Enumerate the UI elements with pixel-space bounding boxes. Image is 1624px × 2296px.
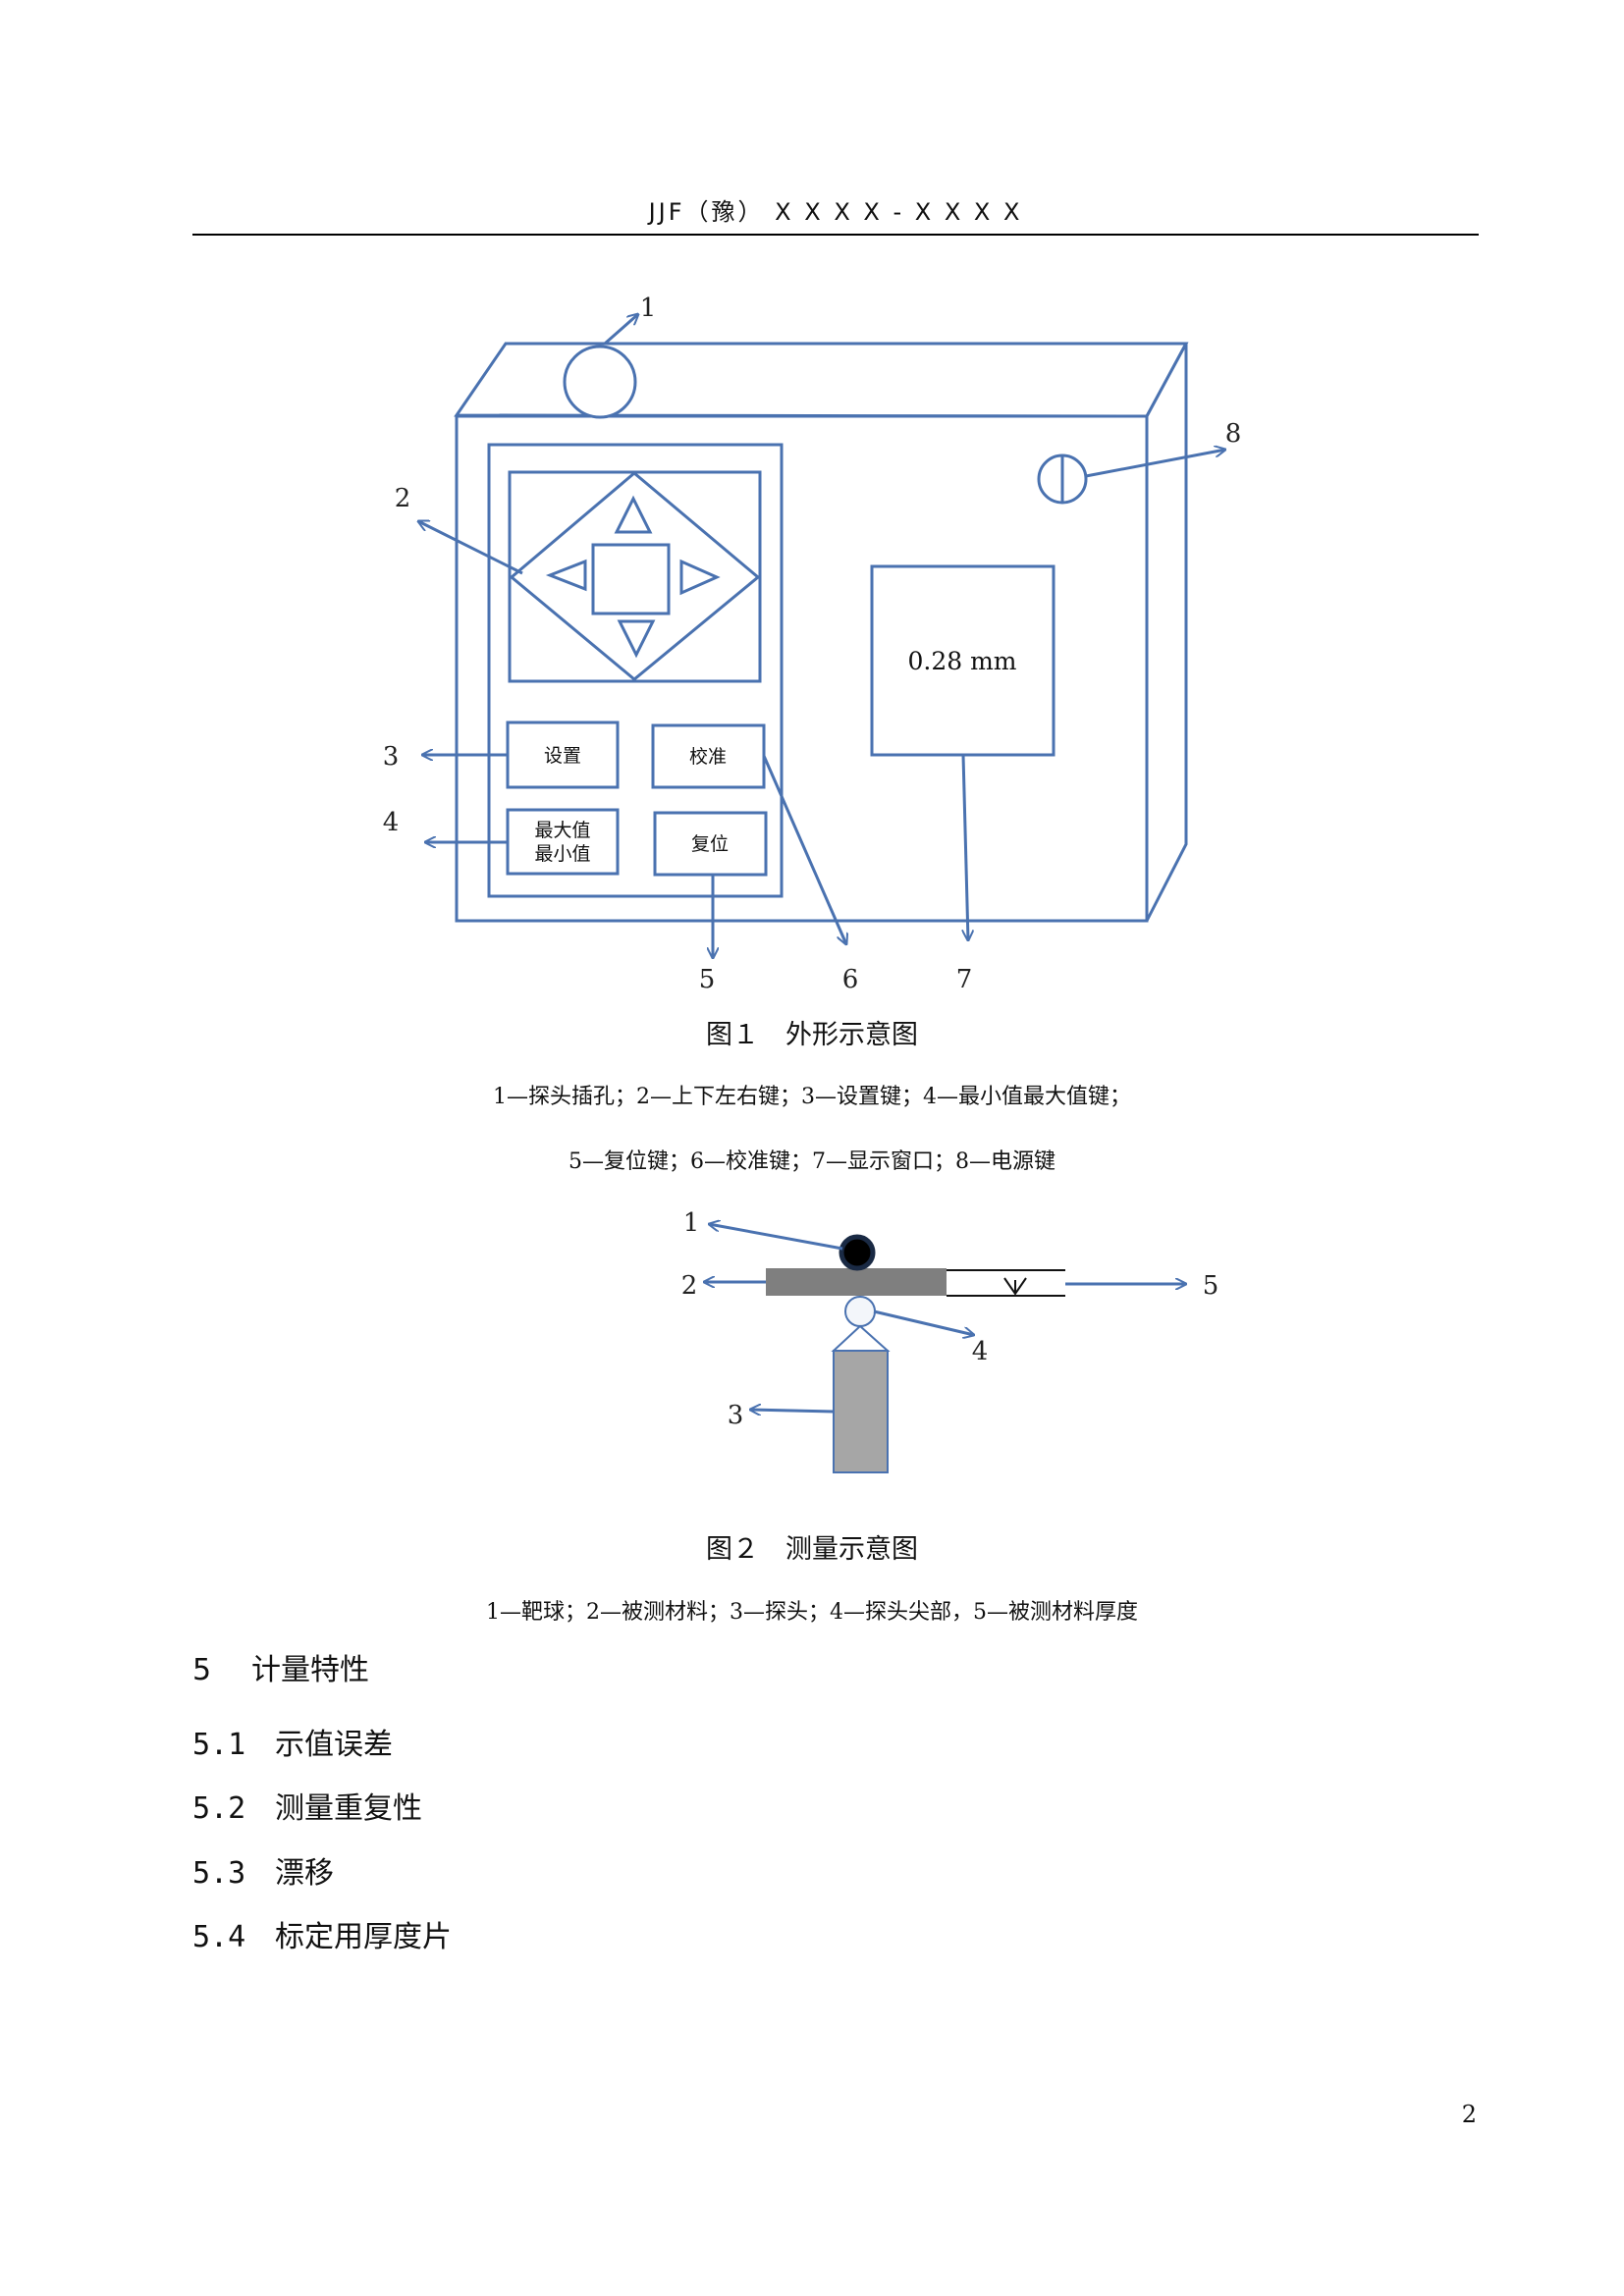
probe-socket-icon bbox=[563, 345, 637, 419]
callout-1: 1 bbox=[640, 294, 657, 323]
arrow-right-icon bbox=[679, 559, 721, 596]
display-value: 0.28 mm bbox=[907, 647, 1016, 675]
callout-3: 3 bbox=[383, 742, 400, 772]
callout-5: 5 bbox=[699, 965, 716, 994]
figure-2-caption: 图２ 测量示意图 bbox=[706, 1534, 918, 1565]
figure-1-legend-line-2: 5—复位键；6—校准键；7—显示窗口；8—电源键 bbox=[568, 1149, 1056, 1174]
fig2-callout-4: 4 bbox=[972, 1337, 989, 1366]
arrow-up-icon bbox=[614, 495, 653, 534]
callout-8: 8 bbox=[1225, 419, 1242, 449]
target-ball-icon bbox=[839, 1234, 876, 1271]
set-button-label: 设置 bbox=[544, 745, 581, 767]
calibrate-button-label: 校准 bbox=[689, 746, 727, 768]
figure-1-caption: 图１ 外形示意图 bbox=[706, 1020, 918, 1050]
fig2-callout-3: 3 bbox=[728, 1401, 744, 1430]
material-sheet bbox=[766, 1268, 947, 1296]
fig2-callout-2: 2 bbox=[681, 1271, 698, 1301]
display-window bbox=[870, 564, 1056, 757]
probe-body bbox=[833, 1350, 889, 1473]
callout-4: 4 bbox=[383, 808, 400, 837]
page-number: 2 bbox=[1461, 2101, 1477, 2128]
arrow-left-icon bbox=[545, 559, 587, 592]
control-panel bbox=[487, 443, 784, 898]
power-key-icon bbox=[1037, 454, 1088, 505]
figure-2-legend: 1—靶球；2—被测材料；3—探头；4—探头尖部，5—被测材料厚度 bbox=[486, 1600, 1138, 1625]
page-header: JJF（豫） X X X X - X X X X bbox=[192, 192, 1479, 236]
min-button-label: 最小值 bbox=[534, 843, 590, 865]
case-front-face bbox=[455, 414, 1149, 923]
callout-7: 7 bbox=[956, 965, 973, 994]
callout-2: 2 bbox=[395, 484, 411, 513]
figure-2-measurement-diagram: 1 2 3 4 5 bbox=[681, 1208, 1219, 1473]
figure-1-legend-line-1: 1—探头插孔；2—上下左右键；3—设置键；4—最小值最大值键； bbox=[493, 1085, 1131, 1109]
section-number: 5 bbox=[192, 1653, 212, 1687]
max-button-label: 最大值 bbox=[534, 820, 590, 841]
fig2-callout-5: 5 bbox=[1203, 1271, 1219, 1301]
reset-button bbox=[653, 811, 768, 877]
fig2-callout-1: 1 bbox=[683, 1208, 700, 1238]
callout-6: 6 bbox=[842, 965, 859, 994]
section-title: 计量特性 bbox=[251, 1653, 369, 1687]
section-heading: 5 计量特性 bbox=[192, 1645, 369, 1688]
case-side-face bbox=[1145, 343, 1188, 922]
arrow-down-icon bbox=[617, 619, 656, 659]
direction-pad-center-icon bbox=[591, 543, 671, 615]
reset-button-label: 复位 bbox=[691, 833, 729, 855]
probe-tip-icon bbox=[844, 1296, 876, 1327]
